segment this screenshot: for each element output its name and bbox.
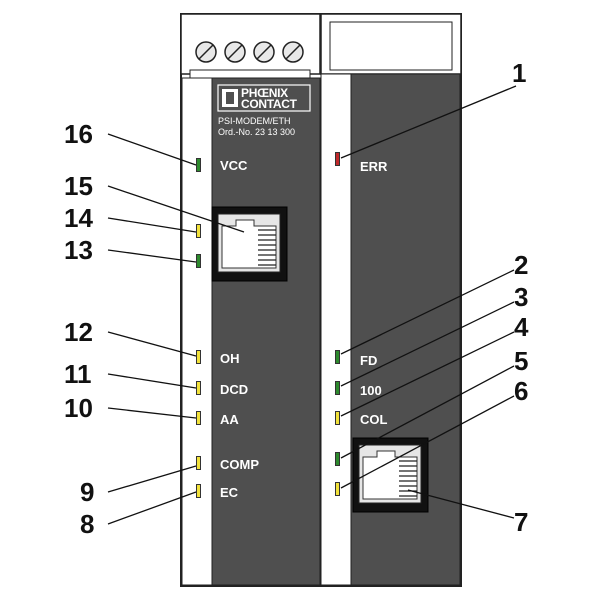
label-oh: OH (220, 351, 240, 366)
label-100: 100 (360, 383, 382, 398)
callout-6: 6 (514, 376, 529, 406)
led-dcd (196, 381, 201, 395)
brand-line-2: CONTACT (241, 97, 297, 111)
callout-3: 3 (514, 282, 529, 312)
label-col: COL (360, 412, 388, 427)
led-ethernet-link-right (335, 452, 340, 466)
terminal-block-right-inner (329, 21, 453, 71)
led-col (335, 411, 340, 425)
right-rail (320, 73, 352, 586)
label-comp: COMP (220, 457, 259, 472)
callout-10: 10 (64, 393, 93, 423)
led-ethernet-activity-right (335, 482, 340, 496)
led-fd (335, 350, 340, 364)
callout-12: 12 (64, 317, 93, 347)
label-aa: AA (220, 412, 239, 427)
leader-12 (107, 331, 197, 357)
label-err: ERR (360, 159, 388, 174)
label-vcc: VCC (220, 158, 248, 173)
leader-10 (107, 407, 197, 419)
model-name: PSI-MODEM/ETH (218, 116, 291, 126)
leader-11 (107, 373, 197, 389)
led-100 (335, 381, 340, 395)
rj-socket-left (211, 206, 288, 282)
led-ec (196, 484, 201, 498)
left-panel (211, 77, 321, 586)
brand-line-1: PHŒNIX (241, 86, 288, 100)
leader-2 (340, 269, 515, 355)
led-ethernet-link-left (196, 224, 201, 238)
callout-9: 9 (80, 477, 95, 507)
callout-11: 11 (64, 359, 92, 389)
terminal-block-left-lip (189, 69, 311, 79)
callout-2: 2 (514, 250, 529, 280)
leader-8 (107, 491, 197, 525)
screw-terminals (195, 41, 304, 63)
callout-4: 4 (514, 312, 529, 342)
led-aa (196, 411, 201, 425)
leader-4 (340, 331, 515, 417)
callout-8: 8 (80, 509, 95, 539)
callout-1: 1 (512, 58, 527, 88)
callout-13: 13 (64, 235, 93, 265)
leader-6 (340, 395, 515, 489)
leader-7 (407, 489, 515, 519)
leader-13 (107, 249, 197, 263)
label-dcd: DCD (220, 382, 249, 397)
leader-15 (107, 185, 245, 233)
leader-3 (340, 301, 515, 387)
led-vcc (196, 158, 201, 172)
callout-14: 14 (64, 203, 93, 233)
leader-lines (107, 85, 517, 525)
led-comp (196, 456, 201, 470)
leader-5 (340, 365, 515, 459)
led-ethernet-activity-left (196, 254, 201, 268)
leader-16 (107, 133, 197, 166)
callout-15: 15 (64, 171, 93, 201)
led-oh (196, 350, 201, 364)
callout-7: 7 (514, 507, 529, 537)
leader-14 (107, 217, 197, 233)
callout-16: 16 (64, 119, 93, 149)
led-err (335, 152, 340, 166)
label-ec: EC (220, 485, 239, 500)
leader-9 (107, 465, 197, 493)
left-rail (181, 77, 213, 586)
label-fd: FD (360, 353, 378, 368)
order-number: Ord.-No. 23 13 300 (218, 127, 296, 137)
leader-1 (340, 85, 517, 159)
callout-5: 5 (514, 346, 529, 376)
